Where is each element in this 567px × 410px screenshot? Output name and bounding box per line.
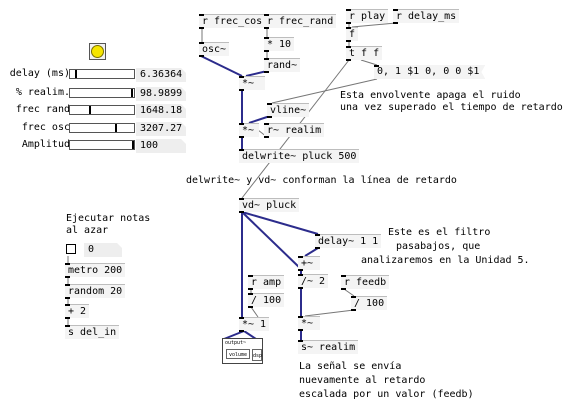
filter-comment-line-1: Este es el filtro <box>388 227 491 238</box>
frec-osc-slider-knob[interactable] <box>115 124 117 132</box>
control-label-frec-osc: frec osc <box>21 122 70 133</box>
feedback-comment-line-1: La señal se envía <box>299 361 402 372</box>
mult-object-1[interactable]: *~ <box>239 76 265 91</box>
control-label-delay: delay (ms) <box>9 68 70 79</box>
realim-number-box[interactable]: 98.9899 <box>136 87 186 101</box>
mult-feedback-object[interactable]: *~ <box>298 316 320 331</box>
control-label-frec-rand: frec rand <box>15 104 70 115</box>
amplitud-number-box[interactable]: 100 <box>136 139 186 153</box>
rand-object[interactable]: rand~ <box>264 58 301 73</box>
frec-rand-slider-knob[interactable] <box>89 106 91 114</box>
envelope-comment-line-1: Esta envolvente apaga el ruido <box>340 90 521 101</box>
delwrite-object[interactable]: delwrite~ pluck 500 <box>239 149 360 163</box>
plus-2-object[interactable]: + 2 <box>65 304 90 319</box>
r-delay-ms-object[interactable]: r delay_ms <box>393 9 460 24</box>
osc-object[interactable]: osc~ <box>199 42 230 57</box>
div-2-signal-object[interactable]: /~ 2 <box>298 274 329 289</box>
delay-number-box[interactable]: 6.36364 <box>136 68 186 82</box>
vline-object[interactable]: vline~ <box>267 103 310 118</box>
output-volume-control[interactable]: volume <box>226 349 250 359</box>
r-feedb-object[interactable]: r feedb <box>341 275 390 290</box>
mult-object-2[interactable]: *~ <box>239 123 259 138</box>
envelope-comment-line-2: una vez superado el tiempo de retardo <box>340 102 563 113</box>
div-100-object-b[interactable]: / 100 <box>351 296 388 311</box>
mult-1-object[interactable]: *~ 1 <box>239 317 270 332</box>
times-10-object[interactable]: * 10 <box>264 37 295 52</box>
amplitud-slider[interactable] <box>69 140 135 150</box>
filter-comment-line-2: pasabajos, que <box>396 241 481 252</box>
amplitud-slider-knob[interactable] <box>132 141 134 149</box>
control-label-realim: % realim. <box>15 87 70 98</box>
realim-slider-knob[interactable] <box>131 89 133 97</box>
s-realim-object[interactable]: s~ realim <box>298 340 359 354</box>
delay-slider-knob[interactable] <box>75 70 77 78</box>
t-f-f-object[interactable]: t f f <box>346 46 383 61</box>
random-object[interactable]: random 20 <box>65 284 126 299</box>
delay-slider[interactable] <box>69 69 135 79</box>
vd-object[interactable]: vd~ pluck <box>239 198 300 213</box>
frec-osc-number-box[interactable]: 3207.27 <box>136 122 186 136</box>
output-abstraction[interactable]: output~ volume dsp <box>222 338 263 364</box>
frec-rand-slider[interactable] <box>69 105 135 115</box>
output-dsp-toggle[interactable]: dsp <box>252 349 262 361</box>
control-label-amplitud: Amplitud <box>21 139 70 150</box>
plus-signal-object[interactable]: +~ <box>298 256 320 271</box>
f-object[interactable]: f <box>346 27 359 42</box>
s-del-in-object[interactable]: s del_in <box>65 325 120 339</box>
metro-object[interactable]: metro 200 <box>65 263 126 278</box>
filter-comment-line-3: analizaremos en la Unidad 5. <box>361 255 530 266</box>
feedback-comment-line-3: escalada por un valor (feedb) <box>299 389 474 400</box>
realim-slider[interactable] <box>69 88 135 98</box>
bang-indicator-icon <box>91 45 104 58</box>
envelope-message[interactable]: 0, 1 $1 0, 0 0 $1 <box>374 65 485 79</box>
random-notes-toggle[interactable] <box>66 244 76 254</box>
r-amp-object[interactable]: r amp <box>248 275 285 290</box>
frec-osc-slider[interactable] <box>69 123 135 133</box>
delay-1-1-object[interactable]: delay~ 1 1 <box>315 234 382 249</box>
delay-line-comment: delwrite~ y vd~ conforman la línea de re… <box>186 175 457 186</box>
feedback-comment-line-2: nuevamente al retardo <box>299 375 426 386</box>
r-frec-cos-object[interactable]: r frec_cos <box>199 14 266 29</box>
random-notes-number-box[interactable]: 0 <box>84 243 122 257</box>
output-title: output~ <box>225 340 247 346</box>
r-realim-object[interactable]: r~ realim <box>264 123 325 138</box>
div-100-object-a[interactable]: / 100 <box>248 293 285 308</box>
notes-comment-line-1: Ejecutar notas <box>66 213 151 224</box>
r-frec-rand-object[interactable]: r frec_rand <box>264 14 337 29</box>
r-play-object[interactable]: r play <box>346 9 389 24</box>
play-bang-button[interactable] <box>89 43 106 60</box>
notes-comment-line-2: al azar <box>66 225 109 236</box>
frec-rand-number-box[interactable]: 1648.18 <box>136 104 186 118</box>
